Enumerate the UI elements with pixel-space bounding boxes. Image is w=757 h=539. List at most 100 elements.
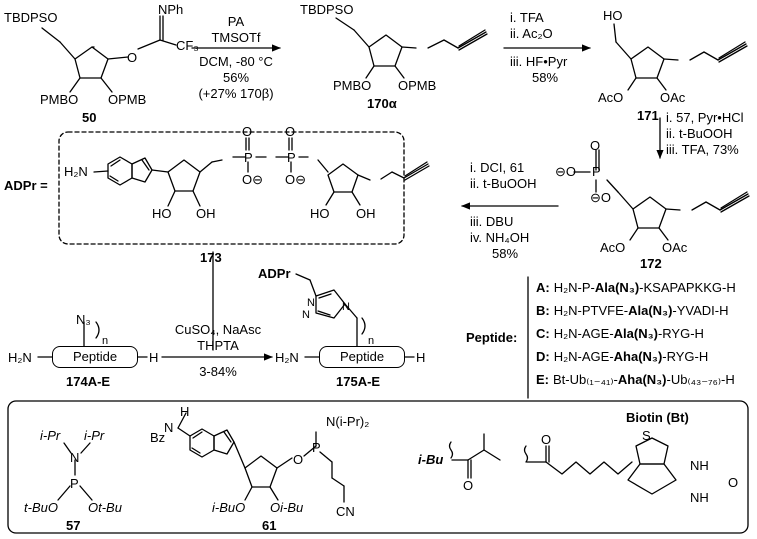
label-ibuo-61: i-BuO <box>212 500 246 515</box>
label-cf3-50: CF₃ <box>176 38 199 53</box>
compound-number-61: 61 <box>262 518 277 533</box>
structure-173 <box>93 137 430 207</box>
label-h-61: H <box>180 404 190 419</box>
label-opmb-170a: OPMB <box>398 78 437 93</box>
label-o-61: O <box>293 452 304 467</box>
label-nh-biotin-2: NH <box>690 490 709 505</box>
label-pmbo-50: PMBO <box>40 92 79 107</box>
structure-57 <box>57 442 93 501</box>
step5-reagent-2: THPTA <box>197 338 239 353</box>
step3-reagent-3: iii. TFA, 73% <box>666 142 739 157</box>
reagents-box <box>7 400 749 534</box>
step1-reagent-1: PA <box>227 14 245 29</box>
compound-number-50: 50 <box>82 110 97 125</box>
peptide-post: -Ub₍₄₃₋₇₆₎-H <box>666 372 735 387</box>
step1-byproduct: (+27% 170β) <box>198 86 274 101</box>
label-ominus-172-left: ⊖O <box>555 164 577 179</box>
label-oh1-173: OH <box>196 206 216 221</box>
label-s-biotin: S <box>642 428 651 443</box>
label-nph-50: NPh <box>158 2 184 17</box>
step2-reagent-3: iii. HF•Pyr <box>510 54 568 69</box>
label-ho-171: HO <box>603 8 623 23</box>
step5-yield: 3-84% <box>199 364 237 379</box>
label-otbu-57: Ot-Bu <box>88 500 122 515</box>
step3-reagent-1: i. 57, Pyr•HCl <box>666 110 744 125</box>
peptide-row: B:H₂N-PTVFE-Ala(N₃)-YVADI-H <box>536 303 729 318</box>
peptide-post: -RYG-H <box>657 326 704 341</box>
label-h-174: H <box>149 350 159 365</box>
label-p2: P <box>287 150 296 165</box>
peptide-box-175: Peptide <box>319 346 405 368</box>
peptide-post: -KSAPAPKKG-H <box>639 280 736 295</box>
compound-number-172: 172 <box>640 256 662 271</box>
label-o-ibu: O <box>463 478 474 493</box>
label-o-p1: O <box>242 124 253 139</box>
label-h2n-174: H₂N <box>8 350 32 365</box>
label-n-174: n <box>102 335 109 347</box>
peptide-pre: Bt-Ub₍₁₋₄₁₎- <box>553 372 618 387</box>
label-ominus-p1: O⊖ <box>242 172 264 187</box>
label-aco-171: AcO <box>598 90 624 105</box>
step4-yield: 58% <box>492 246 519 261</box>
label-adpr-173: ADPr = <box>4 178 48 193</box>
label-ipr2-57: i-Pr <box>84 428 105 443</box>
step2-reagent-1: i. TFA <box>510 10 544 25</box>
label-cn-61: CN <box>336 504 355 519</box>
label-tbdpso-50: TBDPSO <box>4 10 58 25</box>
label-ipr1-57: i-Pr <box>40 428 61 443</box>
label-o-p2: O <box>285 124 296 139</box>
peptide-key: E: <box>536 372 549 387</box>
label-nh-biotin-1: NH <box>690 458 709 473</box>
structure-61 <box>177 412 345 503</box>
label-ominus-172-bottom: ⊖O <box>590 190 612 205</box>
label-oh2-173: OH <box>356 206 376 221</box>
label-ho2-173: HO <box>310 206 330 221</box>
label-p-61: P <box>312 440 321 455</box>
step1-yield: 56% <box>222 70 250 85</box>
label-o-50: O <box>127 50 138 65</box>
label-n-triazole: N <box>307 297 315 309</box>
step5-reagent-1: CuSO₄, NaAsc <box>174 322 262 337</box>
peptide-key: B: <box>536 303 550 318</box>
structure-170a <box>335 17 488 79</box>
peptide-pre: H₂N-AGE- <box>553 326 614 341</box>
compound-number-175: 175A-E <box>336 374 381 389</box>
compound-number-171: 171 <box>637 108 659 123</box>
label-n3-174: N₃ <box>76 312 91 327</box>
label-p-172: P <box>592 164 601 179</box>
label-pmbo-170a: PMBO <box>333 78 372 93</box>
label-o-172-top: O <box>590 138 601 153</box>
step4-reagent-2: ii. t-BuOOH <box>470 176 537 191</box>
peptide-bold: Aha(N₃) <box>613 349 663 364</box>
compound-number-173: 173 <box>200 250 222 265</box>
structure-171 <box>613 23 748 91</box>
adpr-dashed-box <box>58 131 405 245</box>
label-oac-171: OAc <box>660 90 686 105</box>
peptide-pre: H₂N-PTVFE- <box>553 303 629 318</box>
compound-number-57: 57 <box>66 518 81 533</box>
step4-reagent-4: iv. NH₄OH <box>470 230 530 245</box>
peptide-post: -RYG-H <box>662 349 709 364</box>
label-n-triazole-2: N <box>302 309 310 321</box>
peptide-bold: Ala(N₃) <box>594 280 640 295</box>
label-nipr2-61: N(i-Pr)₂ <box>326 414 370 429</box>
label-n-61: N <box>164 420 174 435</box>
peptide-row: E:Bt-Ub₍₁₋₄₁₎-Aha(N₃)-Ub₍₄₃₋₇₆₎-H <box>536 372 735 387</box>
label-n-triazole-3: N <box>342 301 350 313</box>
peptide-key: A: <box>536 280 550 295</box>
label-nh2-173: H₂N <box>64 164 88 179</box>
label-ibu: i-Bu <box>418 452 444 467</box>
label-oac-172: OAc <box>662 240 688 255</box>
label-aco-172: AcO <box>600 240 626 255</box>
structure-175 <box>295 273 415 358</box>
peptide-pre: H₂N-AGE- <box>553 349 614 364</box>
peptide-bold: Ala(N₃) <box>628 303 673 318</box>
label-n-175: n <box>368 335 375 347</box>
structure-174 <box>37 321 148 358</box>
structure-biotin <box>523 437 677 495</box>
step1-reagent-2: TMSOTf <box>211 30 261 45</box>
step2-yield: 58% <box>532 70 559 85</box>
compound-number-174: 174A-E <box>66 374 111 389</box>
